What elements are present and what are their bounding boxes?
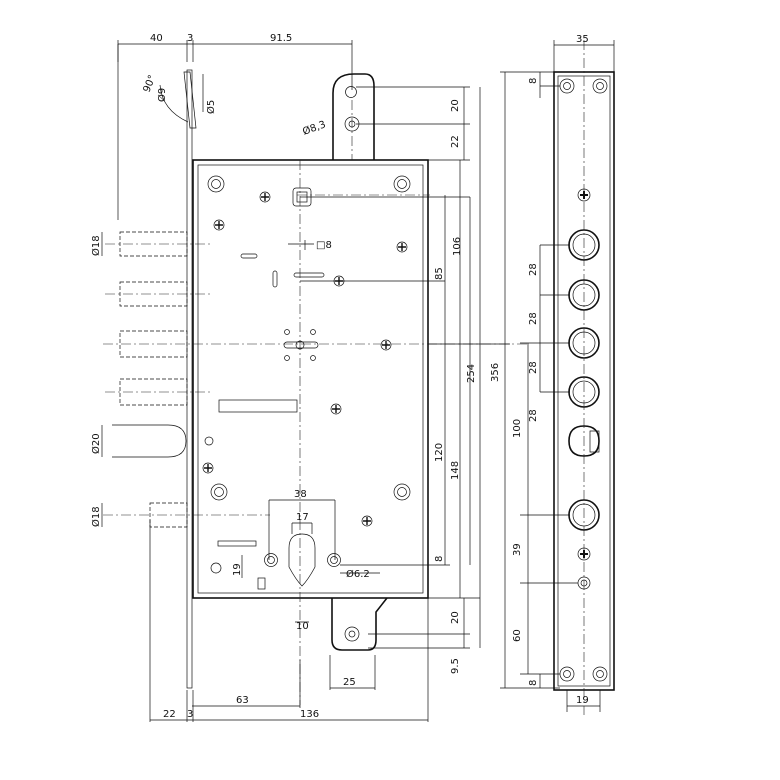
dim-106: 106 [452, 237, 463, 256]
dim-148: 148 [450, 461, 461, 480]
dim-17: 17 [296, 512, 309, 523]
cylinder-area [210, 533, 341, 590]
dimension-lines-right [500, 40, 615, 712]
tab-hole-small [345, 86, 357, 98]
dim-square-8-value: 8 [325, 240, 331, 251]
top-mounting-tab [332, 73, 375, 160]
dim-phi18-top: Ø18 [90, 235, 102, 256]
dim-10: 10 [296, 621, 309, 632]
bottom-tab-hole-inner [348, 630, 356, 638]
dim-35: 35 [576, 34, 589, 45]
dim-28-d: 28 [528, 409, 539, 422]
center-mechanism [283, 329, 319, 361]
dim-28-b: 28 [528, 312, 539, 325]
dim-39: 39 [512, 543, 523, 556]
lock-body-view [103, 69, 530, 705]
dim-19-fp: 19 [576, 695, 589, 706]
latch-flat [589, 430, 600, 453]
dim-28-a: 28 [528, 263, 539, 276]
long-slot [218, 399, 298, 413]
dim-phi8-3: Ø8,3 [301, 118, 327, 137]
dim-phi18-bot: Ø18 [90, 506, 102, 527]
faceplate-rivets [559, 78, 608, 682]
dim-254: 254 [466, 364, 477, 383]
dim-22-right: 22 [450, 135, 461, 148]
dimension-labels: 40 3 91.5 90° Ø9 Ø5 20 Ø8,3 22 □8 106 85… [90, 33, 589, 720]
dim-square-8: □8 [316, 240, 332, 251]
small-hole [204, 436, 214, 446]
dim-22-bottom: 22 [163, 709, 176, 720]
case-rivets [207, 175, 411, 501]
dim-3-top: 3 [187, 33, 193, 44]
lock-case-inner [197, 164, 424, 594]
dim-91-5: 91.5 [270, 33, 292, 44]
lock-case-outer [192, 159, 429, 599]
dim-28-c: 28 [528, 361, 539, 374]
dim-25: 25 [343, 677, 356, 688]
dim-phi9: Ø9 [156, 88, 168, 102]
dim-60: 60 [512, 629, 523, 642]
dim-20-top: 20 [450, 99, 461, 112]
dim-3-bottom: 3 [187, 709, 193, 720]
forend-angled-edge [183, 71, 197, 129]
dim-63: 63 [236, 695, 249, 706]
dim-38: 38 [294, 489, 307, 500]
dim-40: 40 [150, 33, 163, 44]
dim-9-5: 9.5 [450, 658, 461, 674]
dim-phi6-2: Ø6.2 [346, 568, 370, 580]
dim-8-cyl: 8 [434, 556, 445, 562]
forend-strip [186, 69, 193, 689]
dimension-lines-left [101, 40, 510, 722]
bottom-mounting-tab [331, 597, 388, 651]
dim-100: 100 [512, 419, 523, 438]
dim-120: 120 [434, 443, 445, 462]
square-symbol-icon: □ [316, 240, 325, 251]
slot-2 [293, 272, 325, 278]
slot-1 [240, 253, 258, 259]
slot-3 [272, 270, 278, 288]
bottom-tab-hole [344, 626, 360, 642]
dim-phi5: Ø5 [205, 100, 217, 114]
dim-136: 136 [300, 709, 319, 720]
dim-356: 356 [490, 363, 501, 382]
dim-85: 85 [434, 267, 445, 280]
dim-90deg: 90° [142, 74, 159, 95]
dim-phi20: Ø20 [90, 433, 102, 454]
dim-8-fp-top: 8 [528, 78, 539, 84]
faceplate-view [553, 40, 615, 715]
dim-20-bot: 20 [450, 611, 461, 624]
dim-19: 19 [232, 563, 243, 576]
dim-8-fp-bot: 8 [528, 680, 539, 686]
